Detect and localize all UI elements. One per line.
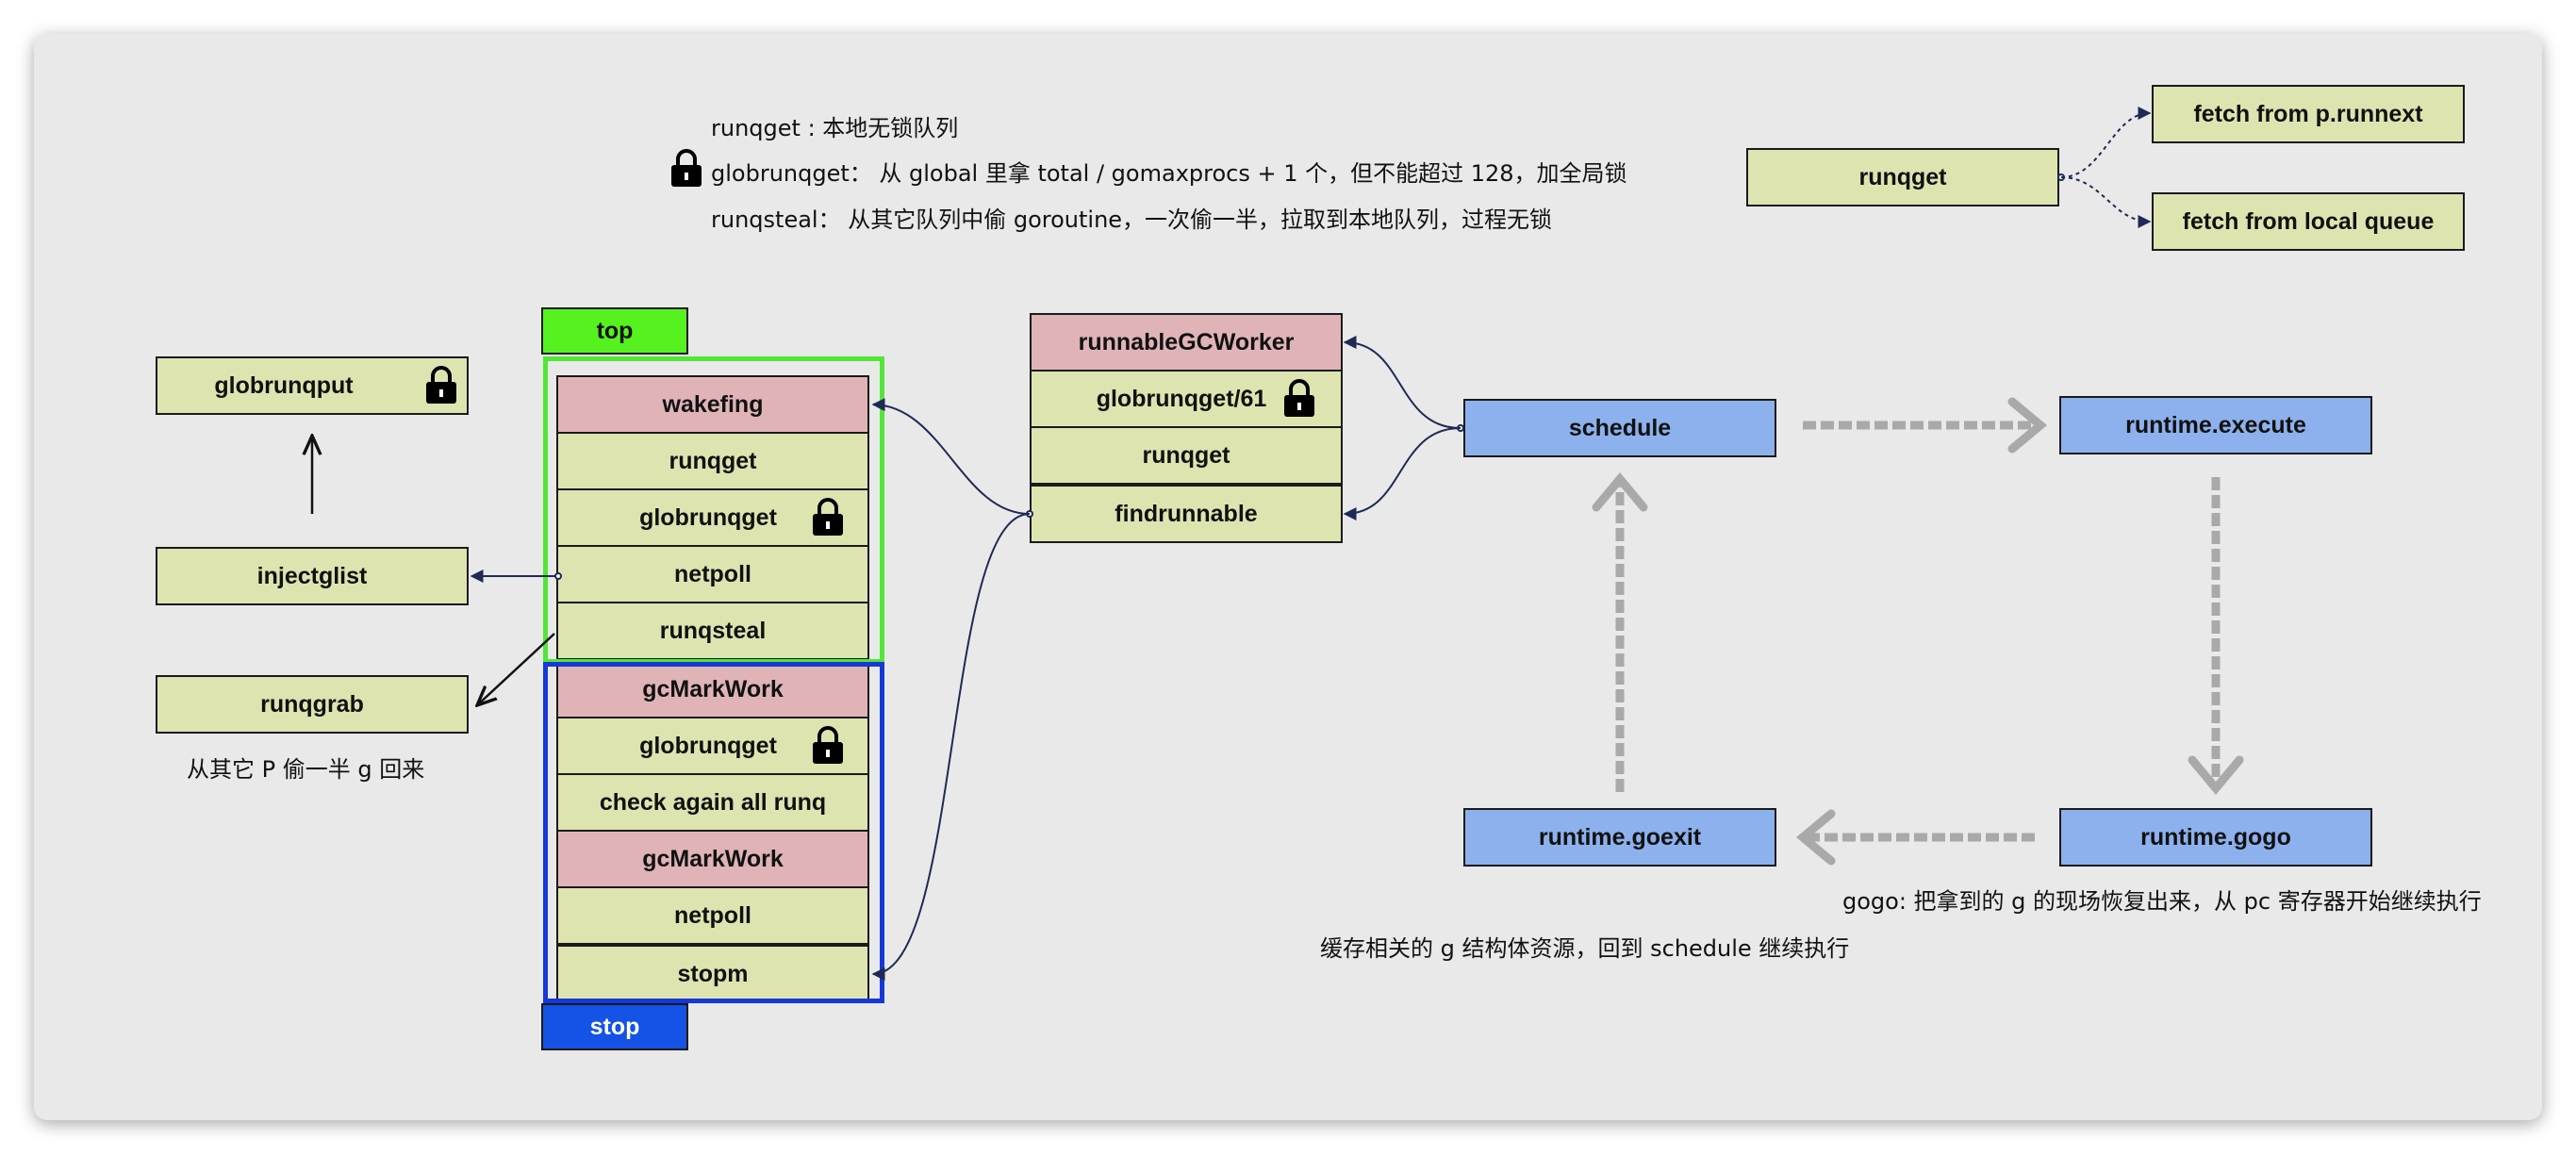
runtime-goexit-box: runtime.goexit <box>1463 808 1776 867</box>
loop-arrows <box>1592 397 2244 866</box>
lock-icon <box>426 366 456 404</box>
lock-icon <box>813 498 843 536</box>
stack-globrunqget-label: globrunqget <box>639 504 777 531</box>
schedule-to-execute-head <box>2007 397 2048 454</box>
goexit-to-schedule-head <box>1592 471 1648 512</box>
schedule-box: schedule <box>1463 399 1776 457</box>
stop-frame <box>543 662 884 1003</box>
top-tag: top <box>541 307 688 355</box>
runqgrab-note: 从其它 P 偷一半 g 回来 <box>187 756 425 783</box>
gogo-to-goexit-head <box>1795 809 1836 866</box>
injectglist-box: injectglist <box>156 547 469 605</box>
legend-globrunqget: globrunqget： 从 global 里拿 total / gomaxpr… <box>711 160 1627 187</box>
findrunnable-box: findrunnable <box>1030 485 1343 543</box>
runtime-gogo-box: runtime.gogo <box>2059 808 2372 867</box>
stack-stopm: stopm <box>556 945 869 1003</box>
runqget-box-2: runqget <box>1030 426 1343 485</box>
schedule-to-runnablegcworker <box>1343 336 1461 429</box>
stack-netpoll-2: netpoll <box>556 886 869 945</box>
lock-icon <box>671 149 702 187</box>
lock-icon <box>1284 379 1314 417</box>
gogo-note: gogo: 把拿到的 g 的现场恢复出来，从 pc 寄存器开始继续执行 <box>1842 888 2482 915</box>
runqget-to-runnext <box>2060 107 2152 178</box>
runqget-to-local-queue <box>2060 176 2152 228</box>
legend-runqget: runqget : 本地无锁队列 <box>711 115 959 141</box>
runqgrab-box: runqgrab <box>156 675 469 734</box>
stack-globrunqget-2-label: globrunqget <box>639 732 777 759</box>
findrunnable-to-wakefing <box>871 398 1031 515</box>
fetch-local-queue-box: fetch from local queue <box>2152 192 2465 251</box>
fetch-runnext-box: fetch from p.runnext <box>2152 85 2465 143</box>
stop-tag: stop <box>541 1003 688 1050</box>
stack-gcmarkwork-2: gcMarkWork <box>556 830 869 888</box>
goexit-note: 缓存相关的 g 结构体资源，回到 schedule 继续执行 <box>1320 935 1850 962</box>
execute-to-gogo-head <box>2188 755 2244 796</box>
runqget-box: runqget <box>1746 148 2059 206</box>
lock-icon <box>813 726 843 764</box>
top-frame <box>543 356 884 664</box>
globrunqput-label: globrunqput <box>214 372 354 399</box>
globrunqput-box: globrunqput <box>156 356 469 415</box>
schedule-to-findrunnable <box>1343 427 1461 520</box>
findrunnable-to-stopm <box>871 513 1031 981</box>
legend-runqsteal: runqsteal： 从其它队列中偷 goroutine，一次偷一半，拉取到本地… <box>711 206 1553 233</box>
globrunqget61-label: globrunqget/61 <box>1096 385 1267 412</box>
runqsteal-to-runqgrab <box>477 633 555 705</box>
runtime-execute-box: runtime.execute <box>2059 396 2372 454</box>
